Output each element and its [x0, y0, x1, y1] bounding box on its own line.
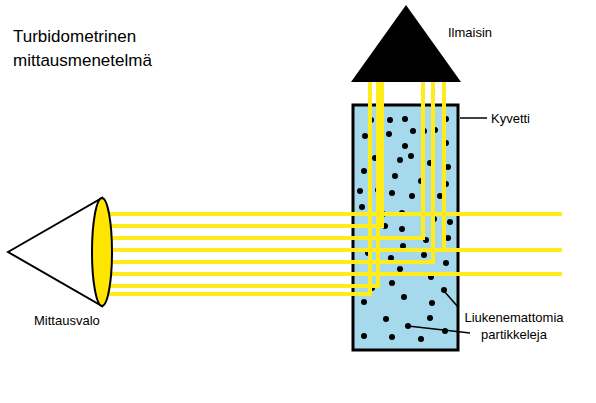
- particle: [392, 173, 398, 179]
- particle: [399, 226, 405, 232]
- particle: [401, 294, 407, 300]
- part-label: Mittausvalo: [34, 312, 154, 329]
- particle: [410, 128, 416, 134]
- detector: [351, 5, 461, 82]
- particle: [427, 315, 433, 321]
- leader-line: [444, 291, 458, 307]
- particle: [447, 219, 453, 225]
- leader-line: [408, 326, 470, 333]
- particle: [397, 266, 403, 272]
- particle: [408, 153, 414, 159]
- particle: [361, 333, 367, 339]
- part-label: Kyvetti: [491, 110, 591, 127]
- leader-line: [460, 117, 487, 119]
- particle: [389, 190, 395, 196]
- particle: [429, 300, 435, 306]
- diagram-title: Turbidometrinen mittausmenetelmä: [13, 25, 188, 73]
- particle: [389, 280, 395, 286]
- part-label: Ilmaisin: [448, 24, 548, 41]
- particle: [421, 252, 427, 258]
- particle: [361, 168, 367, 174]
- particle: [409, 193, 415, 199]
- particle: [357, 188, 363, 194]
- particle: [402, 116, 408, 122]
- particle: [397, 157, 403, 163]
- particle: [402, 143, 408, 149]
- particle: [361, 299, 367, 305]
- particle: [359, 204, 365, 210]
- particle: [383, 316, 389, 322]
- particle: [386, 131, 392, 137]
- particle: [389, 334, 395, 340]
- particle: [387, 117, 393, 123]
- particle: [418, 336, 424, 342]
- light-source: [8, 198, 102, 306]
- part-label: Liukenemattomia partikkeleja: [458, 309, 570, 343]
- lamp-lens: [92, 198, 112, 306]
- particle: [443, 260, 449, 266]
- particle: [362, 133, 368, 139]
